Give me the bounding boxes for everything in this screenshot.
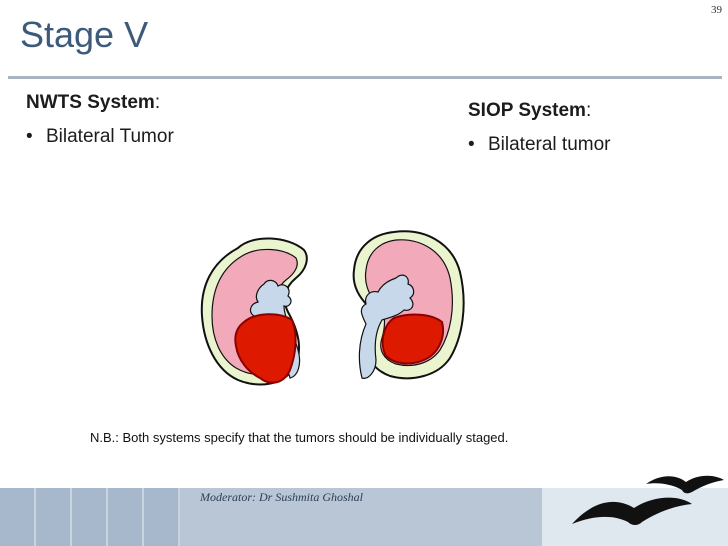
- staging-note: N.B.: Both systems specify that the tumo…: [90, 430, 509, 445]
- page-number: 39: [711, 4, 722, 16]
- footer-tile: [108, 488, 144, 546]
- siop-heading: SIOP System:: [468, 100, 611, 122]
- slide-title: Stage V: [20, 14, 149, 55]
- gulls-logo-icon: [542, 475, 728, 546]
- siop-system-name: SIOP System: [468, 100, 586, 121]
- right-kidney-tumor: [381, 313, 444, 365]
- footer-tile: [72, 488, 108, 546]
- left-kidney: [200, 237, 308, 386]
- siop-heading-colon: :: [585, 100, 592, 121]
- bilateral-kidney-tumor-illustration: [200, 230, 465, 386]
- siop-bullet: • Bilateral tumor: [468, 134, 611, 156]
- footer-tile: [36, 488, 72, 546]
- siop-column: SIOP System: • Bilateral tumor: [468, 100, 611, 156]
- nwts-bullet: • Bilateral Tumor: [26, 126, 174, 148]
- nwts-heading-colon: :: [154, 92, 161, 113]
- nwts-heading: NWTS System:: [26, 92, 174, 114]
- title-divider: [8, 76, 722, 79]
- right-kidney-pelvis: [358, 274, 415, 379]
- gull-large-icon: [572, 497, 692, 525]
- gull-small-icon: [646, 475, 724, 494]
- footer-moderator-text: Moderator: Dr Sushmita Ghoshal: [200, 490, 364, 504]
- nwts-column: NWTS System: • Bilateral Tumor: [26, 92, 174, 148]
- footer-tile: [0, 488, 36, 546]
- bullet-dot-icon: •: [26, 126, 33, 147]
- nwts-bullet-text: Bilateral Tumor: [46, 126, 174, 147]
- siop-bullet-text: Bilateral tumor: [488, 134, 611, 155]
- left-kidney-tumor: [234, 313, 297, 384]
- footer-tile: [144, 488, 180, 546]
- right-kidney: [352, 230, 465, 380]
- nwts-system-name: NWTS System: [26, 92, 155, 113]
- bullet-dot-icon: •: [468, 134, 475, 155]
